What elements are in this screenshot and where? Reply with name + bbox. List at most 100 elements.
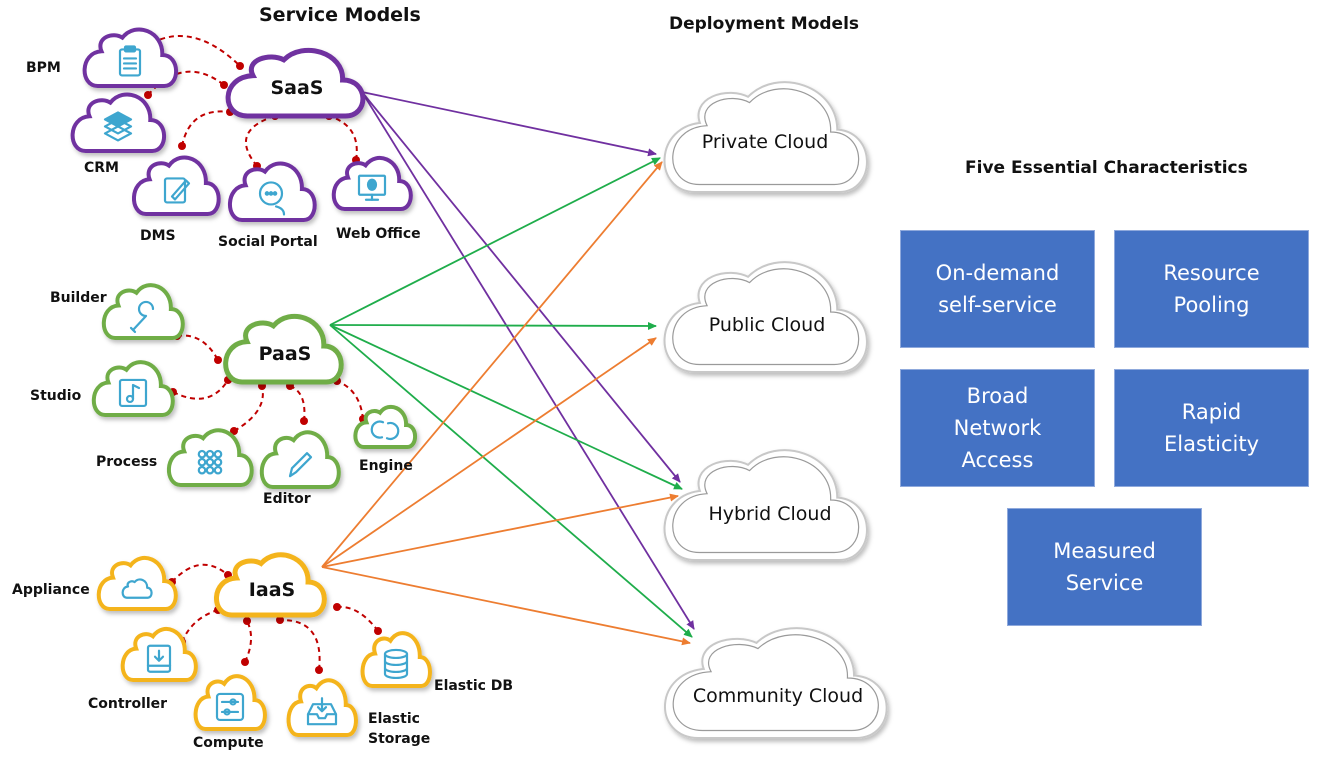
characteristic-on-demand-self-service: On-demand self-service	[900, 230, 1095, 348]
clipboard-icon	[118, 45, 142, 77]
cloud-shape	[360, 631, 432, 688]
layers-icon	[103, 111, 133, 142]
arrow-saas-to-hybrid	[361, 91, 681, 483]
connector-dot	[300, 417, 308, 425]
cloud-shape	[223, 313, 344, 385]
characteristics-heading: Five Essential Characteristics	[965, 158, 1248, 178]
cloud-icon	[121, 578, 153, 599]
connector-saas-dms	[181, 110, 231, 147]
service-node-label: Controller	[88, 696, 167, 712]
arrow-iaas-to-hybrid	[321, 493, 679, 568]
service-node-label: Appliance	[12, 582, 90, 598]
connector-dot	[214, 356, 222, 364]
service-node-label: Compute	[193, 735, 264, 751]
arrow-iaas-to-private	[321, 161, 663, 568]
service-node-dms	[132, 155, 221, 216]
service-model-iaas	[214, 552, 327, 618]
edit-document-icon	[163, 177, 191, 204]
cloud-shape-line	[672, 268, 860, 366]
service-node-elastic-db	[360, 631, 432, 688]
connector-dot	[276, 616, 284, 624]
service-node-label: Editor	[263, 491, 311, 507]
cloud-shape	[96, 555, 178, 611]
wrench-icon	[129, 300, 155, 334]
service-node-social-portal	[228, 161, 317, 222]
download-box-icon	[146, 644, 172, 673]
cloud-shape-inner	[665, 83, 866, 191]
service-node-editor	[259, 430, 341, 489]
connector-saas-social-portal	[245, 115, 276, 167]
inbox-download-icon	[306, 697, 338, 726]
service-node-label: Builder	[50, 290, 107, 306]
service-node-label: Web Office	[336, 226, 421, 242]
arrow-paas-to-public	[329, 321, 657, 330]
service-node-label: Studio	[30, 388, 82, 404]
deployment-model-label: Community Cloud	[693, 685, 863, 707]
service-node-controller	[120, 627, 198, 682]
connector-paas-engine	[336, 380, 364, 420]
deployment-model-hybrid	[663, 449, 868, 561]
connector-dot	[220, 81, 228, 89]
service-node-elastic-storage	[286, 678, 358, 737]
cloud-shape	[101, 283, 185, 340]
cloud-shape	[225, 47, 366, 119]
service-node-bpm	[82, 27, 178, 88]
connector-dot	[241, 658, 249, 666]
cloud-shape	[214, 552, 327, 618]
deployment-model-label: Public Cloud	[709, 314, 826, 336]
service-model-label: IaaS	[249, 579, 295, 601]
database-icon	[383, 648, 409, 680]
connector-dot	[315, 666, 323, 674]
service-node-label: Elastic DB	[434, 678, 513, 694]
service-models-heading: Service Models	[259, 4, 421, 26]
connector-iaas-controller	[181, 609, 219, 643]
connector-dot	[178, 142, 186, 150]
deployment-models-heading: Deployment Models	[669, 14, 860, 34]
deployment-model-private	[663, 81, 868, 193]
cloud-shape-inner	[665, 451, 866, 559]
connector-paas-studio	[172, 379, 229, 400]
service-node-label: DMS	[140, 228, 176, 244]
service-node-label: Storage	[368, 731, 430, 747]
cloud-shape-line	[672, 88, 860, 186]
cloud-shape-inner	[665, 263, 866, 371]
deployment-model-public	[663, 261, 868, 373]
grid-dots-icon	[197, 449, 223, 475]
arrow-saas-to-private	[361, 91, 657, 157]
service-node-label: Social Portal	[218, 234, 318, 250]
chat-bubbles-icon	[258, 181, 286, 216]
service-node-label: Engine	[359, 458, 413, 474]
music-note-icon	[118, 378, 148, 408]
service-model-label: PaaS	[259, 343, 312, 365]
connector-dot	[144, 91, 152, 99]
connector-iaas-elastic-storage	[279, 618, 321, 671]
connector-dot	[236, 62, 244, 70]
characteristic-broad-network-access: Broad Network Access	[900, 369, 1095, 487]
service-node-compute	[193, 674, 267, 731]
monitor-icon	[357, 174, 387, 201]
connector-paas-editor	[289, 385, 306, 422]
sync-icon	[370, 420, 400, 440]
cloud-shape	[132, 155, 221, 216]
service-node-web-office	[331, 155, 413, 211]
service-node-label: Process	[96, 454, 157, 470]
connector-paas-process	[233, 385, 264, 432]
connector-dot	[230, 427, 238, 435]
service-node-studio	[91, 360, 175, 417]
connector-dot	[243, 617, 251, 625]
service-node-builder	[101, 283, 185, 340]
service-node-appliance	[96, 555, 178, 611]
connector-saas-bpm	[151, 35, 241, 67]
service-model-paas	[223, 313, 344, 385]
connector-saas-web-office	[328, 115, 358, 161]
service-node-label: BPM	[26, 60, 61, 76]
connector-iaas-compute	[244, 620, 252, 663]
arrow-paas-to-hybrid	[329, 324, 683, 490]
connector-iaas-elastic-db	[336, 605, 379, 632]
cloud-shape	[353, 404, 418, 449]
arrow-iaas-to-community	[321, 566, 691, 646]
connector-dot	[333, 603, 341, 611]
characteristic-resource-pooling: Resource Pooling	[1114, 230, 1309, 348]
deployment-model-label: Private Cloud	[702, 131, 829, 153]
